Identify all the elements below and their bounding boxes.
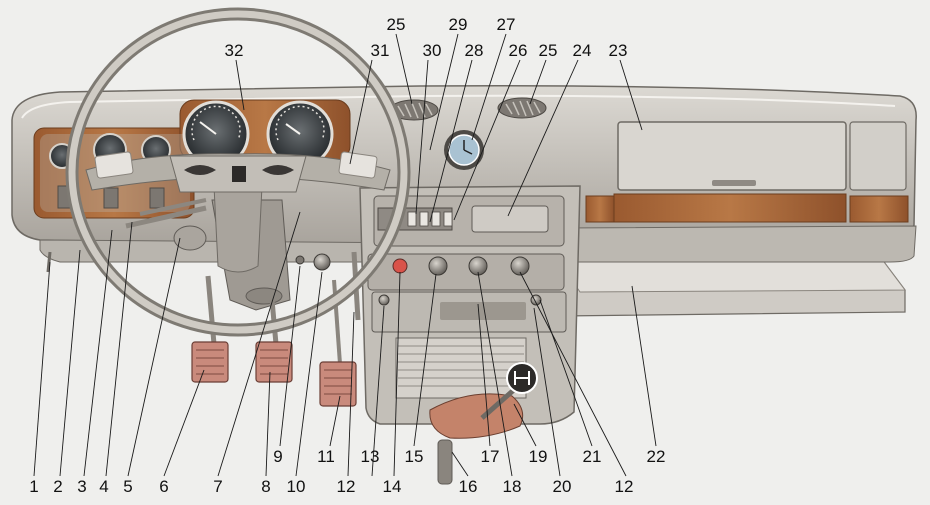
callout-bottom-21: 21 [583,447,602,466]
callout-top-10: 24 [573,41,592,60]
heater-knob-3 [468,256,488,276]
callout-bottom-14: 14 [383,477,402,496]
callout-bottom-5: 5 [123,477,132,496]
gear-knob-icon [506,362,538,394]
steering-wheel [65,7,411,337]
callout-top-1: 25 [387,15,406,34]
air-vent-right [497,97,547,119]
console-switch-left [378,294,390,306]
callout-bottom-20: 20 [553,477,572,496]
callout-top-9: 25 [539,41,558,60]
heater-knob-2 [428,256,448,276]
callout-bottom-10: 10 [287,477,306,496]
turn-signal-stalk [125,205,207,229]
callout-bottom-7: 7 [213,477,222,496]
gear-lever [480,386,518,420]
heater-knob-4 [510,256,530,276]
callout-bottom-18: 18 [503,477,522,496]
callout-bottom-17: 17 [481,447,500,466]
callouts-top: 25 29 27 32 31 30 28 26 25 24 23 [225,15,628,60]
callouts-bottom: 1 2 3 4 5 6 7 8 9 10 11 12 13 14 15 16 1… [29,447,665,496]
callout-bottom-4: 4 [99,477,108,496]
ignition-switch [295,253,331,271]
callout-bottom-16: 16 [459,477,478,496]
callout-top-3: 27 [497,15,516,34]
callout-bottom-12: 12 [337,477,356,496]
callout-bottom-13: 13 [361,447,380,466]
callout-top-8: 26 [509,41,528,60]
callout-bottom-6: 6 [159,477,168,496]
callout-bottom-15: 15 [405,447,424,466]
heater-knob-1 [392,258,408,274]
pedal-brake [255,299,293,383]
callout-top-4: 32 [225,41,244,60]
air-vent-left [389,99,439,121]
leader-lines [33,33,657,477]
callout-bottom-8: 8 [261,477,270,496]
callout-bottom-2: 2 [53,477,62,496]
glove-box [617,121,907,191]
callout-bottom-1: 1 [29,477,38,496]
callout-top-5: 31 [371,41,390,60]
callout-bottom-23: 22 [647,447,666,466]
callout-bottom-22: 12 [615,477,634,496]
callout-bottom-19: 19 [529,447,548,466]
gear-boot [429,393,524,485]
callout-top-7: 28 [465,41,484,60]
callout-bottom-3: 3 [77,477,86,496]
callout-bottom-9: 9 [273,447,282,466]
parcel-shelf [559,261,906,317]
wiper-stalk [139,198,207,216]
hood-release-lever [46,251,52,273]
callout-bottom-11: 11 [317,447,335,466]
clock-icon [444,130,484,170]
callout-top-11: 23 [609,41,628,60]
callout-top-2: 29 [449,15,468,34]
callout-top-6: 30 [423,41,442,60]
